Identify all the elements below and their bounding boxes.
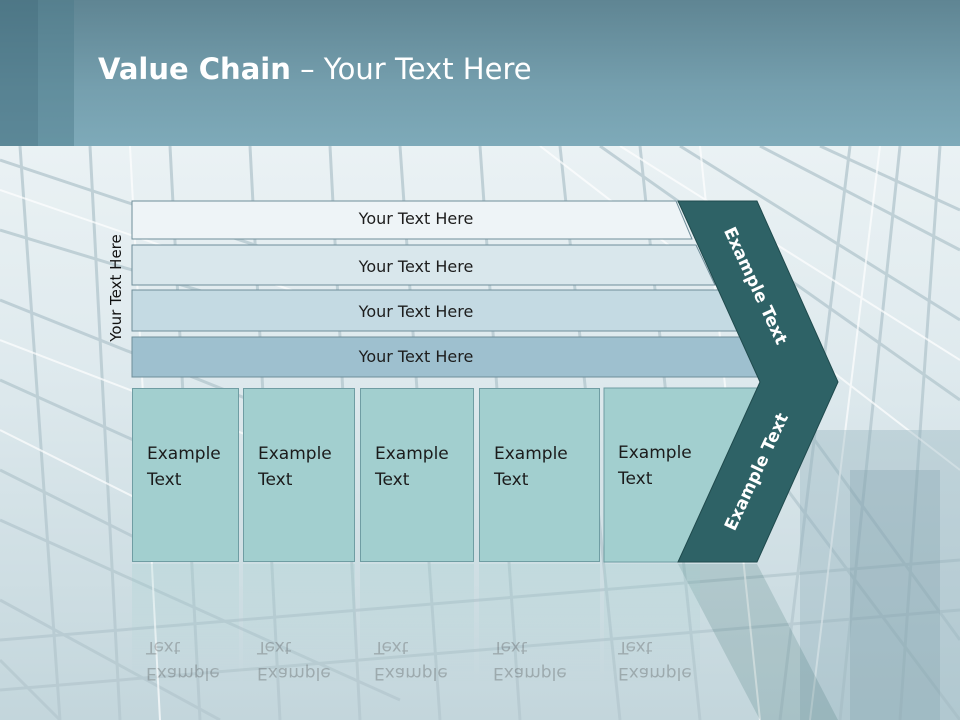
primary-box-1: Example Text bbox=[132, 388, 239, 562]
reflection-text: Example Text bbox=[374, 637, 448, 683]
reflection-text: Example Text bbox=[618, 637, 692, 683]
reflection-text: Example Text bbox=[493, 637, 567, 683]
box-reflection: Example Text bbox=[360, 564, 474, 704]
slide-title: Value Chain – Your Text Here bbox=[98, 52, 532, 86]
header-accent-stripe-2 bbox=[38, 0, 74, 146]
box-reflection: Example Text bbox=[604, 564, 700, 704]
support-bar-1 bbox=[131, 200, 693, 240]
bar-label-2: Your Text Here bbox=[358, 257, 474, 276]
primary-box-label: Example Text bbox=[494, 444, 568, 490]
header-band: Value Chain – Your Text Here bbox=[0, 0, 960, 146]
reflection-text: Example Text bbox=[146, 637, 220, 683]
title-rest: – Your Text Here bbox=[290, 52, 532, 86]
primary-box-3: Example Text bbox=[360, 388, 474, 562]
primary-box-label: Example Text bbox=[618, 443, 692, 489]
box-reflection: Example Text bbox=[479, 564, 600, 704]
bar-label-4: Your Text Here bbox=[358, 347, 474, 366]
box-reflection: Example Text bbox=[243, 564, 355, 704]
margin-chevron-reflection bbox=[678, 564, 838, 720]
margin-chevron bbox=[677, 200, 839, 563]
box-reflection: Example Text bbox=[132, 564, 239, 704]
primary-box-label: Example Text bbox=[258, 444, 332, 490]
primary-box-label: Example Text bbox=[375, 444, 449, 490]
bar-label-3: Your Text Here bbox=[358, 302, 474, 321]
primary-box-4: Example Text bbox=[479, 388, 600, 562]
primary-box-label: Example Text bbox=[147, 444, 221, 490]
header-accent-stripe bbox=[0, 0, 38, 146]
primary-box-5: Example Text bbox=[604, 388, 700, 562]
reflection-text: Example Text bbox=[257, 637, 331, 683]
title-bold: Value Chain bbox=[98, 52, 291, 86]
support-bar-2 bbox=[131, 244, 716, 286]
bar-label-1: Your Text Here bbox=[358, 209, 474, 228]
primary-box-2: Example Text bbox=[243, 388, 355, 562]
